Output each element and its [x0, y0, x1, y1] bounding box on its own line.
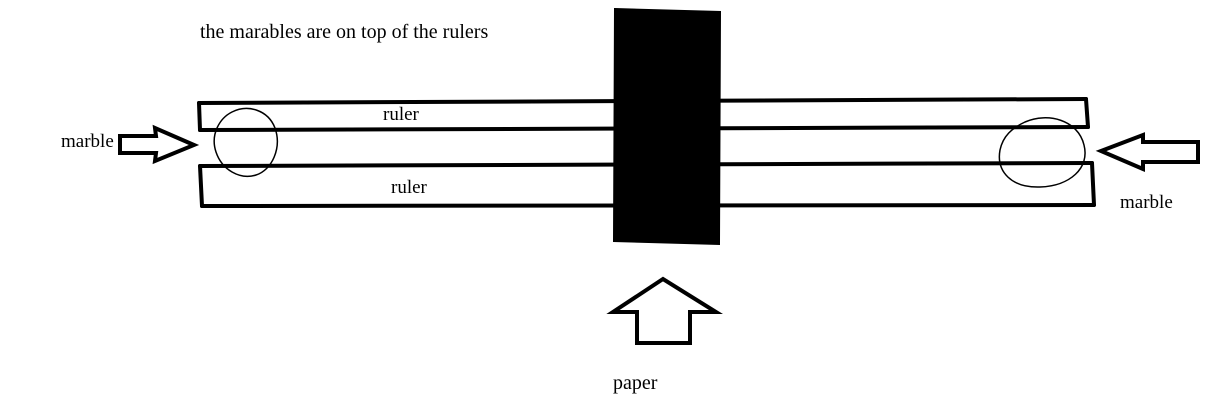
right-marble: [998, 117, 1086, 188]
lower-ruler-label: ruler: [391, 177, 428, 198]
upper-ruler-label: ruler: [383, 104, 420, 125]
right-marble-label: marble: [1120, 192, 1173, 213]
left-marble-label: marble: [61, 131, 114, 152]
up-arrow-icon: [606, 276, 723, 345]
paper-label: paper: [613, 372, 658, 394]
left-arrow-icon: [118, 124, 200, 165]
diagram-caption: the marables are on top of the rulers: [200, 21, 488, 43]
paper-block: [612, 7, 722, 246]
left-marble: [213, 107, 278, 177]
right-arrow-icon: [1095, 132, 1200, 173]
